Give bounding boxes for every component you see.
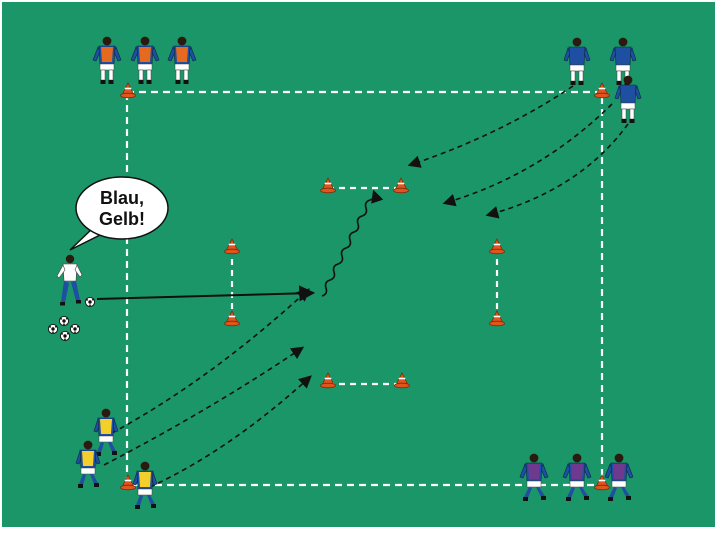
speech-line-2: Gelb!	[99, 209, 145, 229]
ball-icon	[48, 324, 57, 333]
ball-icon	[70, 324, 79, 333]
ball-icon	[85, 297, 94, 306]
speech-line-1: Blau,	[100, 188, 144, 208]
ball-icon	[60, 331, 69, 340]
ball-icon	[59, 316, 68, 325]
